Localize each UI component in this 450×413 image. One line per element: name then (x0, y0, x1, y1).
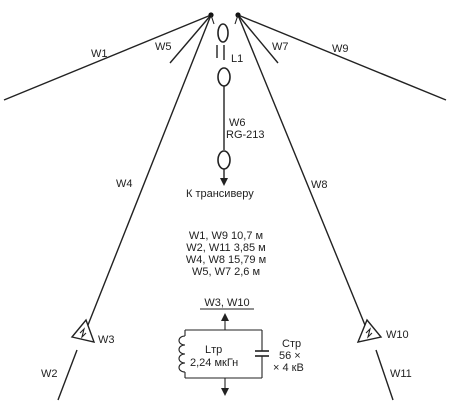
coax-choke (217, 150, 231, 170)
label-l1: L1 (231, 53, 243, 65)
spec-line: W2, W11 3,85 м (186, 242, 266, 254)
wire-w1 (3, 14, 212, 101)
feed-point-left (208, 12, 214, 18)
arrow-down-icon (221, 388, 229, 396)
spec-line: W4, W8 15,79 м (186, 254, 266, 266)
inductor-symbol: Lтр (205, 344, 222, 356)
trap-w10-symbol (356, 318, 383, 343)
capacitor-symbol: Cтр (282, 338, 301, 350)
label-w7: W7 (272, 41, 289, 53)
inductor-value: 2,24 мкГн (190, 357, 238, 369)
arrow-up-icon (221, 313, 229, 321)
label-w9: W9 (332, 43, 349, 55)
capacitor-value-1: 56 × (279, 350, 301, 362)
trap-schematic (178, 313, 269, 396)
trap-header: W3, W10 (204, 297, 249, 309)
label-w4: W4 (116, 178, 133, 190)
wire-w5 (169, 14, 212, 64)
label-w2: W2 (41, 368, 58, 380)
arrow-down-icon (220, 178, 228, 186)
trap-w3-symbol (70, 318, 96, 343)
label-w5: W5 (155, 41, 172, 53)
wire-w2 (57, 349, 78, 401)
spec-line: W5, W7 2,6 м (192, 266, 260, 278)
label-w6: W6 (229, 117, 246, 129)
balun-l1 (216, 23, 231, 87)
feed-line-left (210, 14, 215, 25)
label-rg213: RG-213 (226, 129, 265, 141)
feed-point-right (235, 12, 241, 18)
inductor-coil (178, 335, 186, 373)
label-w3: W3 (98, 334, 115, 346)
label-to-transceiver: К трансиверу (186, 188, 254, 200)
capacitor-value-2: × 4 кВ (273, 362, 304, 374)
label-w10: W10 (386, 329, 409, 341)
label-w8: W8 (311, 179, 328, 191)
wire-w9 (237, 14, 447, 101)
feed-line-right (234, 14, 239, 25)
wire-w4 (85, 14, 212, 331)
wire-w8 (237, 14, 368, 331)
wire-w11 (375, 349, 394, 401)
label-w1: W1 (91, 48, 108, 60)
label-w11: W11 (390, 368, 412, 380)
wire-w7 (237, 14, 279, 64)
spec-line: W1, W9 10,7 м (189, 230, 263, 242)
